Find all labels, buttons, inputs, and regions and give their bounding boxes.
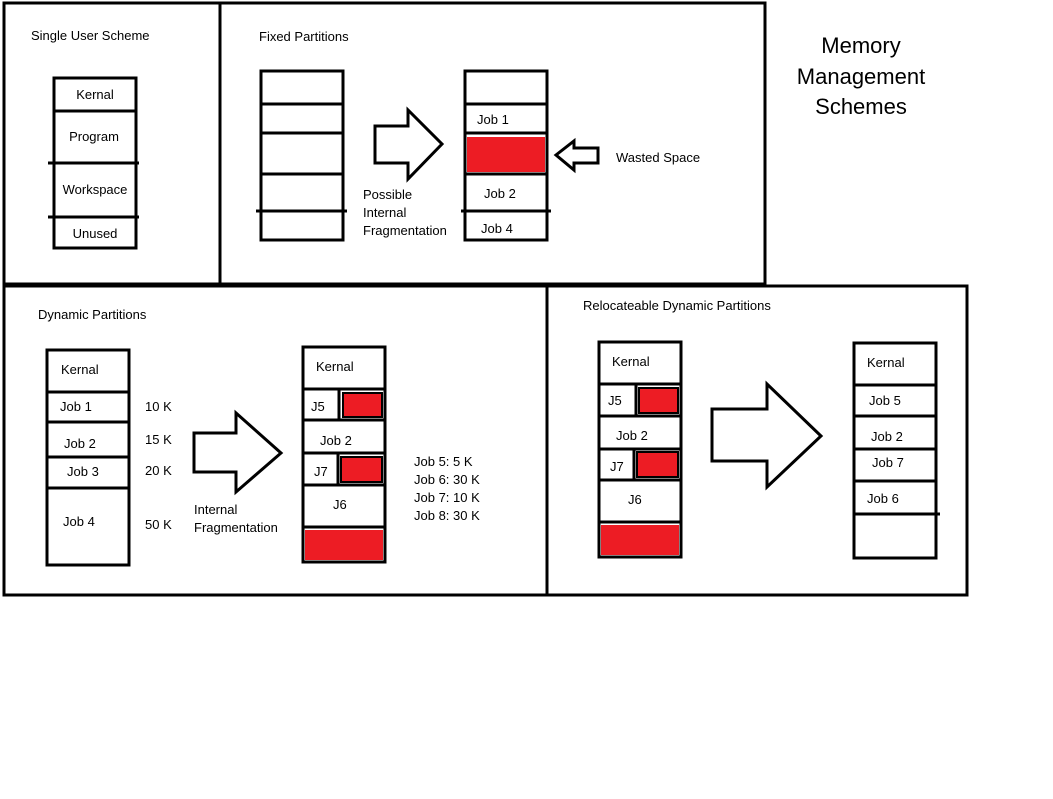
fixed-after-job2: Job 2 [484, 186, 516, 201]
dynamic-after-j7: J7 [314, 464, 328, 479]
fixed-heading: Fixed Partitions [259, 29, 349, 44]
dynamic-before-job1: Job 1 [60, 399, 92, 414]
relocatable-after-job5: Job 5 [869, 393, 901, 408]
relocatable-before-kernal: Kernal [612, 354, 650, 369]
dynamic-after-wasted-block [340, 456, 383, 483]
fixed-before-column [259, 69, 345, 242]
relocatable-right-arrow-icon [710, 380, 824, 491]
diagram-title-line2: Management [797, 64, 925, 89]
dynamic-after-job2: Job 2 [320, 433, 352, 448]
dynamic-before-job3: Job 3 [67, 464, 99, 479]
panel-relocatable-partitions [545, 284, 969, 597]
fixed-left-arrow-icon [553, 137, 600, 174]
fixed-wasted-block [467, 137, 545, 172]
fixed-arrow-caption-2: Internal [363, 205, 406, 220]
relocatable-before-j6: J6 [628, 492, 642, 507]
dynamic-arrow-caption-2: Fragmentation [194, 520, 278, 535]
dynamic-after-kernal: Kernal [316, 359, 354, 374]
panel-fixed-partitions [218, 1, 767, 286]
dynamic-after-j6: J6 [333, 497, 347, 512]
dynamic-after-j5: J5 [311, 399, 325, 414]
fixed-wasted-label: Wasted Space [616, 150, 700, 165]
relocatable-before-wasted-block [636, 451, 679, 478]
relocatable-after-job2: Job 2 [871, 429, 903, 444]
relocatable-before-wasted-block [601, 525, 679, 555]
dynamic-size-job3: 20 K [145, 463, 172, 478]
dynamic-queue-job8: Job 8: 30 K [414, 508, 480, 523]
dynamic-queue-job6: Job 6: 30 K [414, 472, 480, 487]
fixed-after-job4: Job 4 [481, 221, 513, 236]
dynamic-arrow-caption-1: Internal [194, 502, 237, 517]
fixed-arrow-caption-3: Fragmentation [363, 223, 447, 238]
dynamic-queue-job5: Job 5: 5 K [414, 454, 473, 469]
dynamic-size-job2: 15 K [145, 432, 172, 447]
single-user-block-unused: Unused [73, 226, 118, 241]
relocatable-after-job7: Job 7 [872, 455, 904, 470]
single-user-block-kernal: Kernal [76, 87, 114, 102]
dynamic-queue-job7: Job 7: 10 K [414, 490, 480, 505]
relocatable-heading: Relocateable Dynamic Partitions [583, 298, 771, 313]
diagram-title-line3: Schemes [815, 94, 907, 119]
relocatable-before-j7: J7 [610, 459, 624, 474]
dynamic-size-job4: 50 K [145, 517, 172, 532]
relocatable-before-j5: J5 [608, 393, 622, 408]
relocatable-after-kernal: Kernal [867, 355, 905, 370]
single-user-heading: Single User Scheme [31, 28, 150, 43]
dynamic-after-wasted-block [342, 392, 383, 418]
dynamic-before-job4: Job 4 [63, 514, 95, 529]
dynamic-heading: Dynamic Partitions [38, 307, 147, 322]
fixed-after-job1: Job 1 [477, 112, 509, 127]
dynamic-after-wasted-block [305, 530, 383, 560]
fixed-right-arrow-icon [373, 106, 445, 183]
relocatable-before-job2: Job 2 [616, 428, 648, 443]
fixed-arrow-caption-1: Possible [363, 187, 412, 202]
single-user-block-workspace: Workspace [63, 182, 128, 197]
dynamic-before-job2: Job 2 [64, 436, 96, 451]
diagram-title-line1: Memory [821, 33, 900, 58]
single-user-block-program: Program [69, 129, 119, 144]
dynamic-before-kernal: Kernal [61, 362, 99, 377]
dynamic-size-job1: 10 K [145, 399, 172, 414]
dynamic-right-arrow-icon [192, 409, 284, 496]
relocatable-after-job6: Job 6 [867, 491, 899, 506]
relocatable-before-wasted-block [638, 387, 679, 414]
